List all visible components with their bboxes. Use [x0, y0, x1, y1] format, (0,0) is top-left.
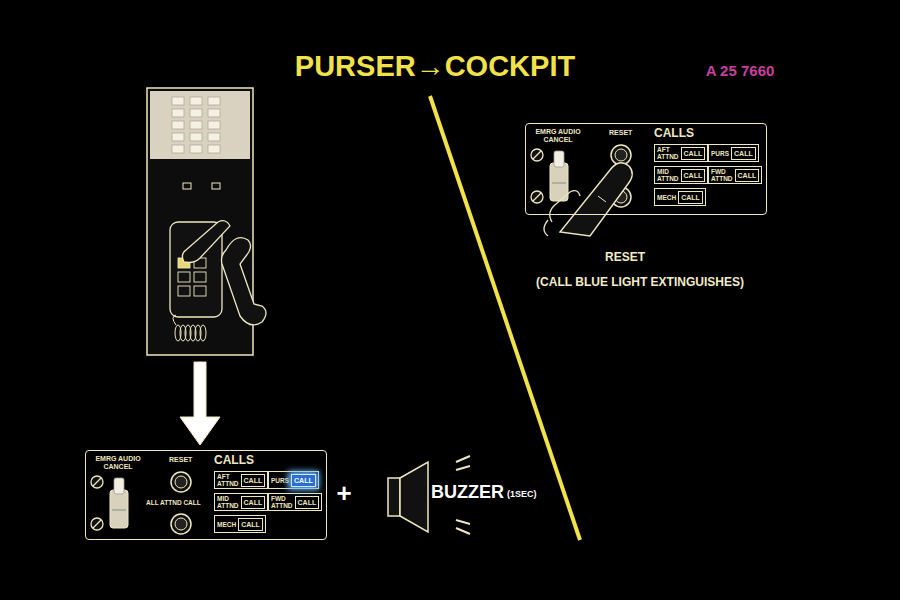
button-label: AFT ATTND [657, 146, 679, 160]
text-slot: EMRG AUDIO CANCEL [92, 455, 144, 471]
text-slot: A 25 7660 [680, 62, 800, 79]
plus-sign: + [330, 478, 358, 508]
panel-heading: CALLS [654, 126, 714, 140]
call-lamp: CALL [731, 147, 756, 160]
call-lamp: CALL [735, 169, 760, 182]
call-button: AFT ATTNDCALL [214, 471, 268, 489]
panel-heading: CALLS [214, 453, 274, 467]
call-button: MID ATTNDCALL [654, 166, 708, 184]
button-label: AFT ATTND [217, 473, 239, 487]
call-lamp: CALL [241, 474, 266, 487]
text-slot: (1SEC) [507, 489, 547, 499]
switch-label: EMRG AUDIO CANCEL [532, 128, 584, 144]
call-button: PURSCALL [708, 144, 759, 162]
button-label: FWD ATTND [271, 495, 293, 509]
switch-label: EMRG AUDIO CANCEL [92, 455, 144, 471]
button-label: MID ATTND [657, 168, 679, 182]
action-label: RESET [560, 250, 690, 264]
call-panel: EMRG AUDIO CANCELRESETCALLSAFT ATTNDCALL… [525, 123, 767, 215]
button-label: MECH [657, 194, 676, 201]
call-lamp: CALL [681, 147, 706, 160]
buzzer-label: BUZZER [431, 482, 504, 503]
all-call-label: ALL ATTND CALL [146, 499, 208, 506]
call-button: AFT ATTNDCALL [654, 144, 708, 162]
duration-label: (1SEC) [507, 489, 547, 499]
text-slot: RESET [560, 250, 690, 264]
call-lamp: CALL [241, 496, 266, 509]
result-note: (CALL BLUE LIGHT EXTINGUISHES) [500, 275, 780, 289]
call-button: PURSCALL [268, 471, 319, 489]
call-lamp: CALL [681, 169, 706, 182]
call-button: MECHCALL [654, 188, 706, 206]
call-lamp: CALL [291, 474, 316, 487]
call-button: MECHCALL [214, 515, 266, 533]
call-button: FWD ATTNDCALL [708, 166, 762, 184]
document-number: A 25 7660 [680, 62, 800, 79]
call-button: FWD ATTNDCALL [268, 493, 322, 511]
text-slot: BUZZER [431, 482, 515, 503]
call-button: MID ATTNDCALL [214, 493, 268, 511]
text-slot: PURSER→COCKPIT [200, 50, 670, 83]
button-label: MID ATTND [217, 495, 239, 509]
text-slot: (CALL BLUE LIGHT EXTINGUISHES) [500, 275, 780, 289]
text-slot: CALLS [654, 126, 714, 140]
button-label: PURS [711, 150, 729, 157]
reset-label: RESET [609, 129, 637, 137]
call-lamp: CALL [295, 496, 320, 509]
title: PURSER→COCKPIT [200, 50, 670, 83]
button-label: MECH [217, 521, 236, 528]
reset-label: RESET [169, 456, 197, 464]
text-slot: + [330, 478, 358, 508]
call-lamp: CALL [238, 518, 263, 531]
call-lamp: CALL [678, 191, 703, 204]
text-slot: RESET [169, 456, 197, 464]
call-panel: EMRG AUDIO CANCEL RESET CALLS ALL ATTND CAL… [85, 450, 327, 540]
text-slot: RESET [609, 129, 637, 137]
button-label: FWD ATTND [711, 168, 733, 182]
text-slot: CALLS [214, 453, 274, 467]
text-slot: ALL ATTND CALL [146, 499, 208, 506]
text-slot: EMRG AUDIO CANCEL [532, 128, 584, 144]
button-label: PURS [271, 477, 289, 484]
